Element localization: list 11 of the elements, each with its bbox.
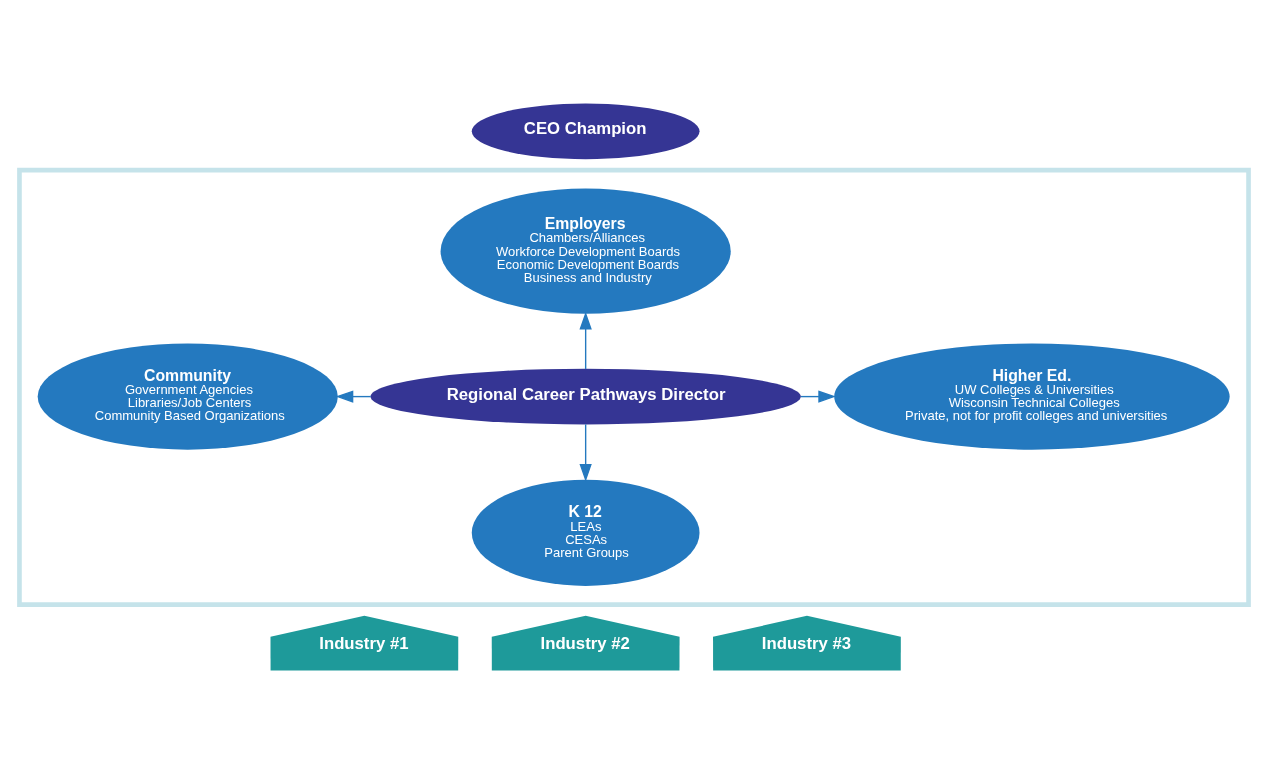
arrow	[335, 389, 372, 403]
node-ellipse: K 12 LEAs CESAs Parent Groups	[471, 479, 700, 586]
node-ellipse: Regional Career Pathways Director	[370, 368, 801, 424]
node-ellipse: Employers Chambers/Alliances Workforce Development Boards Economic Development Boards Business and Industry	[440, 188, 731, 314]
node-ellipse: Community Government Agencies Libraries/Job Centers Community Based Organizations	[37, 343, 338, 450]
node-ellipse: Higher Ed. UW Colleges & Universities Wisconsin Technical Colleges Private, not for profit colleges and universities	[834, 343, 1230, 450]
cluster	[17, 167, 1251, 607]
node-ellipse: CEO Champion	[471, 103, 700, 159]
arrow	[800, 389, 836, 403]
arrow	[579, 311, 592, 370]
arrow	[579, 423, 592, 482]
